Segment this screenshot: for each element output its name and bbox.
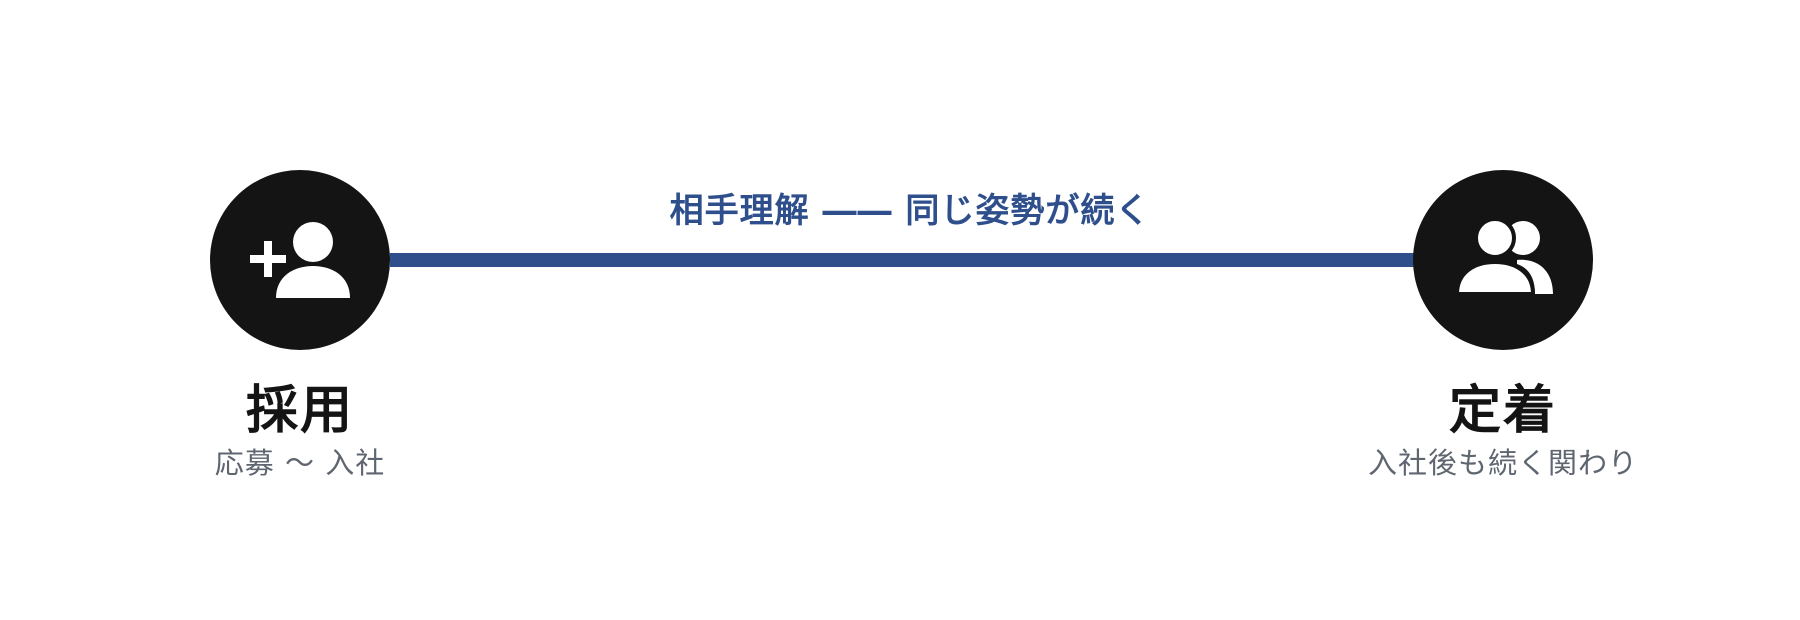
connector-line [390, 253, 1415, 267]
connector-label-text: 相手理解 ―― 同じ姿勢が続く [669, 191, 1151, 231]
node-subtitle-retention: 入社後も続く関わり [1367, 446, 1638, 480]
connector-label: 相手理解 ―― 同じ姿勢が続く [0, 183, 1800, 232]
node-title-recruitment: 採用 [245, 381, 354, 441]
person-add-icon [250, 222, 350, 298]
node-subtitle-recruitment: 応募 〜 入社 [214, 446, 386, 480]
node-recruitment [210, 170, 390, 350]
group-icon [1454, 217, 1553, 296]
node-retention [1413, 170, 1593, 350]
node-title-retention: 定着 [1448, 381, 1557, 441]
